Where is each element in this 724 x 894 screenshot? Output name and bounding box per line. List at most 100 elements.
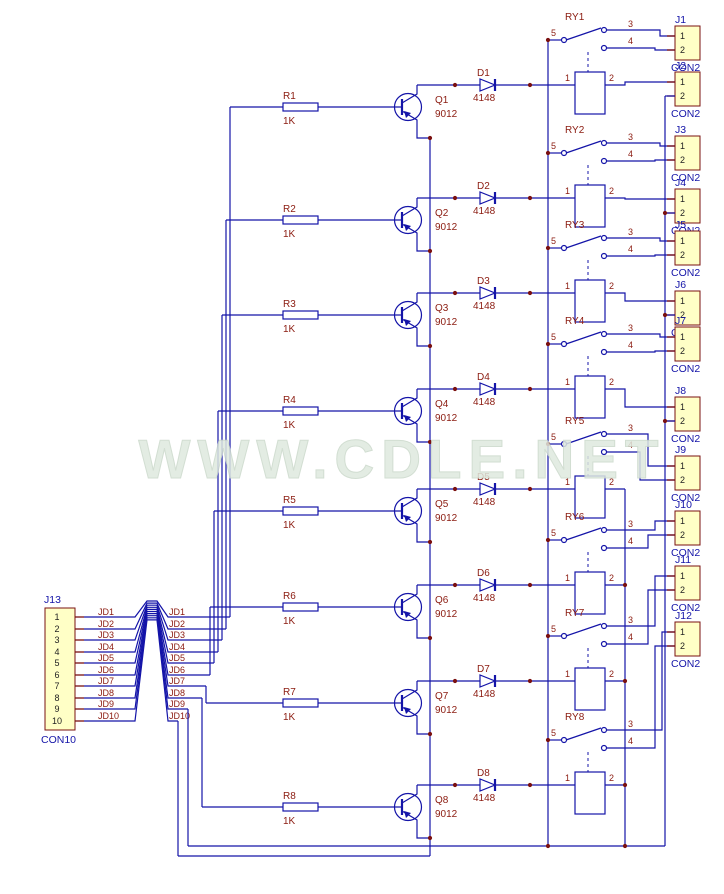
transistor-bottom-wire: [401, 110, 430, 139]
resistor-ref: R7: [283, 687, 296, 698]
diode-triangle: [479, 191, 497, 205]
relay-no-output-wire: [606, 254, 675, 257]
diode-value: 4148: [473, 689, 496, 700]
diode-triangle: [479, 578, 497, 592]
relay-armature: [565, 727, 602, 741]
connector-pin-number: 1: [680, 461, 685, 471]
relay-coil: [574, 475, 606, 519]
resistor-body: [282, 602, 319, 612]
resistor-value: 1K: [283, 420, 296, 431]
coil-output-wire: [605, 197, 675, 200]
connector-label: J2: [675, 60, 686, 72]
junction-dot: [427, 731, 433, 737]
relay-coil: [574, 184, 606, 228]
connector-body: [674, 135, 701, 171]
coil-output-wire: [605, 388, 675, 408]
j13-pin-number: 4: [54, 647, 59, 657]
relay-pin3-label: 3: [628, 323, 633, 333]
connector-type-label: CON2: [671, 363, 700, 375]
junction-dot: [427, 835, 433, 841]
transistor-bottom-wire: [401, 706, 430, 735]
transistor-ref: Q3: [435, 303, 449, 314]
connector-pin-number: 1: [680, 236, 685, 246]
jd-net-label-left: JD6: [98, 665, 114, 675]
diode-ref: D4: [477, 372, 490, 383]
connector-pin-number: 1: [680, 296, 685, 306]
transistor-value: 9012: [435, 413, 458, 424]
connector-body: [674, 290, 701, 326]
relay-coil: [574, 771, 606, 815]
relay-armature: [565, 140, 602, 154]
junction-dot: [527, 782, 533, 788]
transistor-ref: Q5: [435, 499, 449, 510]
transistor-ref: Q8: [435, 795, 449, 806]
diode-triangle: [479, 78, 497, 92]
jd-net-label-left: JD5: [98, 653, 114, 663]
relay-pin5-label: 5: [551, 141, 556, 151]
junction-dot: [527, 82, 533, 88]
jd-net-label-left: JD4: [98, 642, 114, 652]
relay-armature: [565, 623, 602, 637]
diode-ref: D1: [477, 68, 490, 79]
relay-nc-terminal: [600, 330, 608, 338]
jd-net-label-left: JD10: [98, 711, 119, 721]
j13-pin-number: 10: [52, 716, 62, 726]
junction-dot: [545, 537, 551, 543]
connector-type-label: CON2: [671, 108, 700, 120]
relay-no-terminal: [600, 544, 608, 552]
connector-pin-number: 1: [680, 141, 685, 151]
relay-no-terminal: [600, 44, 608, 52]
jd-net-label-right: JD5: [169, 653, 185, 663]
relay-coil-pin2-label: 2: [609, 669, 614, 679]
relay-no-output-wire: [606, 589, 675, 645]
resistor-body: [282, 406, 319, 416]
jd-net-label-right: JD3: [169, 630, 185, 640]
j13-label: J13: [44, 594, 61, 606]
coil-output-wire: [605, 292, 675, 302]
junction-dot: [622, 582, 628, 588]
diode-value: 4148: [473, 593, 496, 604]
connector-label: J7: [675, 315, 686, 327]
relay-ref: RY2: [565, 125, 585, 136]
jd-wire: [84, 600, 230, 618]
emitter-arrow: [404, 415, 411, 422]
jd-wire: [84, 617, 188, 710]
relay-coil: [574, 375, 606, 419]
connector-body: [674, 230, 701, 266]
transistor-body: [393, 792, 423, 822]
jd-net-label-right: JD7: [169, 676, 185, 686]
emitter-arrow: [404, 611, 411, 618]
diode-triangle: [479, 286, 497, 300]
relay-common-terminal: [560, 36, 568, 44]
transistor-top-wire: [401, 489, 418, 508]
relay-pin5-label: 5: [551, 432, 556, 442]
jd-net-label-left: JD2: [98, 619, 114, 629]
connector-type-label: CON2: [671, 602, 700, 614]
junction-dot: [527, 290, 533, 296]
connector-type-label: CON2: [671, 658, 700, 670]
relay-ref: RY5: [565, 416, 585, 427]
resistor-ref: R2: [283, 204, 296, 215]
relay-common-terminal: [560, 244, 568, 252]
resistor-body: [282, 310, 319, 320]
connector-body: [674, 326, 701, 362]
diode-ref: D3: [477, 276, 490, 287]
junction-dot: [452, 386, 458, 392]
j13-connector-body: [44, 607, 76, 731]
resistor-value: 1K: [283, 324, 296, 335]
resistor-ref: R8: [283, 791, 296, 802]
j13-pin-number: 9: [54, 704, 59, 714]
relay-armature: [565, 235, 602, 249]
connector-type-label: CON2: [671, 172, 700, 184]
relay-no-output-wire: [606, 451, 675, 481]
connector-pin-number: 2: [680, 155, 685, 165]
connector-label: J3: [675, 124, 686, 136]
relay-coil: [574, 571, 606, 615]
resistor-body: [282, 102, 319, 112]
diode-value: 4148: [473, 397, 496, 408]
relay-coil: [574, 279, 606, 323]
resistor-body: [282, 215, 319, 225]
connector-body: [674, 25, 701, 61]
emitter-arrow: [404, 319, 411, 326]
